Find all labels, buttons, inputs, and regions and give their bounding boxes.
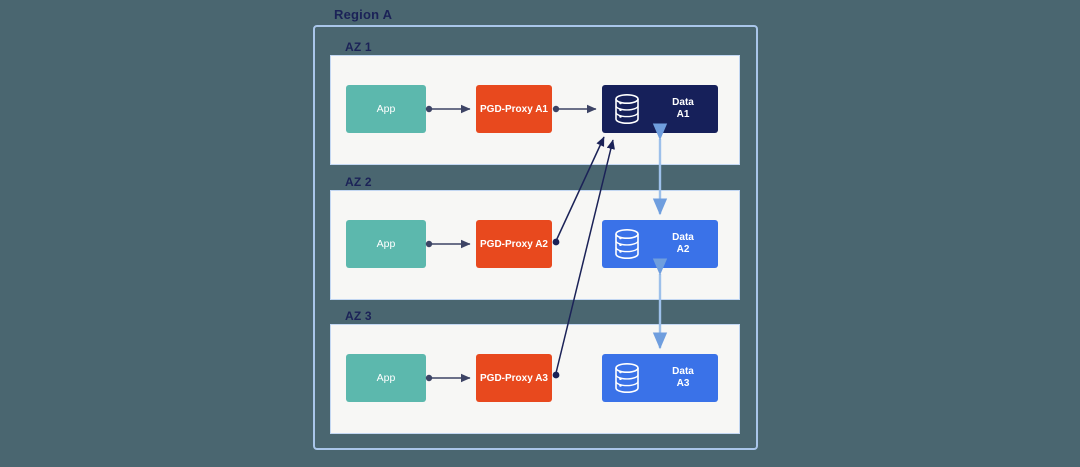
az-label-1: AZ 1 xyxy=(345,40,372,54)
data-node-az1[interactable]: Data A1 xyxy=(602,85,718,133)
data-node-az3-label: Data A3 xyxy=(672,366,694,389)
database-icon xyxy=(615,229,639,259)
data-node-az1-label: Data A1 xyxy=(672,97,694,120)
az-label-3: AZ 3 xyxy=(345,309,372,323)
database-icon xyxy=(615,94,639,124)
data-node-az3[interactable]: Data A3 xyxy=(602,354,718,402)
region-label: Region A xyxy=(330,7,399,23)
database-icon xyxy=(615,363,639,393)
az-label-2: AZ 2 xyxy=(345,175,372,189)
proxy-node-az3[interactable]: PGD-Proxy A3 xyxy=(476,354,552,402)
data-node-az2[interactable]: Data A2 xyxy=(602,220,718,268)
data-node-az2-label: Data A2 xyxy=(672,232,694,255)
app-node-az1[interactable]: App xyxy=(346,85,426,133)
region-container xyxy=(313,25,758,450)
app-node-az3[interactable]: App xyxy=(346,354,426,402)
app-node-az2[interactable]: App xyxy=(346,220,426,268)
proxy-node-az2[interactable]: PGD-Proxy A2 xyxy=(476,220,552,268)
proxy-node-az1[interactable]: PGD-Proxy A1 xyxy=(476,85,552,133)
